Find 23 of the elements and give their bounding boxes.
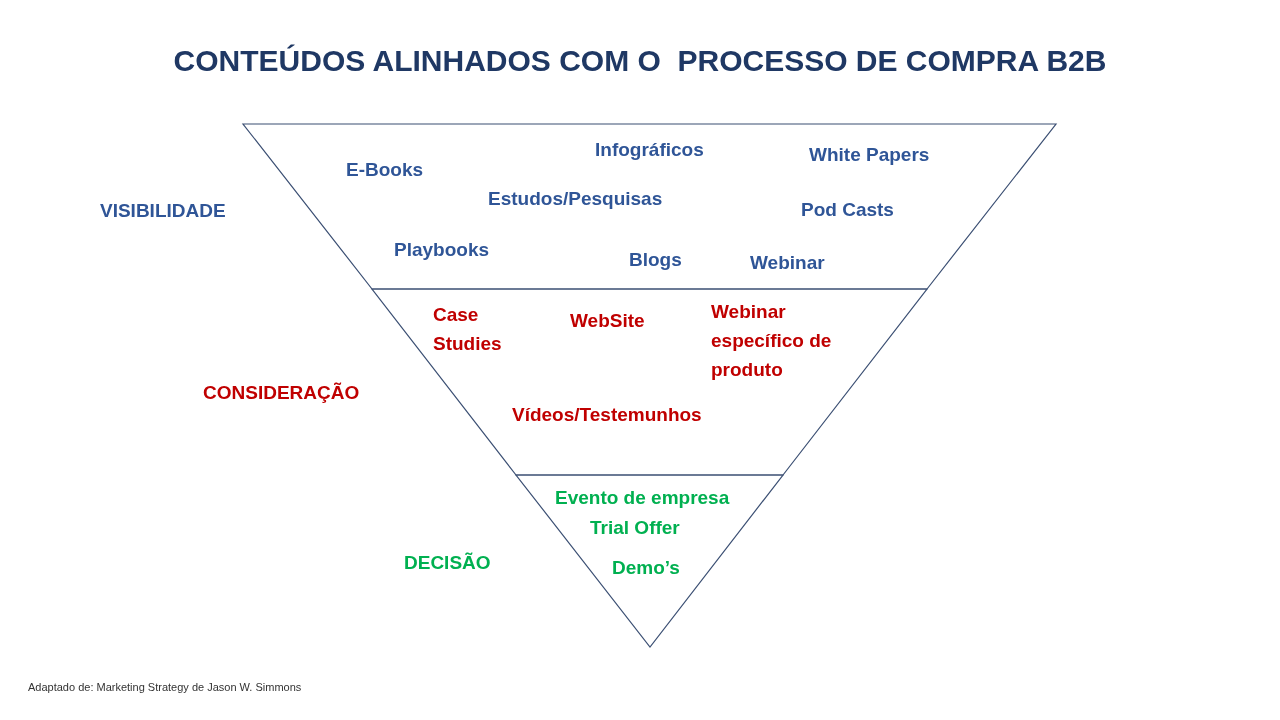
content-type-label: Infográficos — [595, 138, 704, 162]
content-type-label: Pod Casts — [801, 198, 894, 222]
content-type-label: Trial Offer — [590, 516, 680, 540]
content-type-label: Evento de empresa — [555, 486, 730, 510]
source-note: Adaptado de: Marketing Strategy de Jason W. Simmons — [28, 681, 302, 693]
content-type-label: WebSite — [570, 309, 645, 333]
funnel-tip-triangle — [516, 475, 783, 647]
funnel-band — [372, 289, 927, 475]
content-type-label: Playbooks — [394, 238, 490, 262]
funnel-band — [243, 124, 1056, 289]
stage-label: VISIBILIDADE — [100, 200, 226, 222]
content-type-label: E-Books — [346, 158, 424, 182]
content-type-label: White Papers — [809, 143, 930, 167]
content-type-label: Webinar — [750, 251, 825, 275]
stage-label: CONSIDERAÇÃO — [203, 382, 360, 404]
content-type-label: Case Studies — [433, 303, 503, 356]
content-type-label: Estudos/Pesquisas — [488, 187, 663, 211]
content-type-label: Blogs — [629, 248, 682, 272]
diagram-title: CONTEÚDOS ALINHADOS COM O PROCESSO DE COMPRA B2B — [172, 44, 1108, 78]
stage-label: DECISÃO — [404, 552, 491, 574]
content-type-label: Demo’s — [612, 556, 680, 580]
content-type-label: Webinar específico de produto — [711, 300, 833, 382]
content-type-label: Vídeos/Testemunhos — [512, 403, 702, 427]
